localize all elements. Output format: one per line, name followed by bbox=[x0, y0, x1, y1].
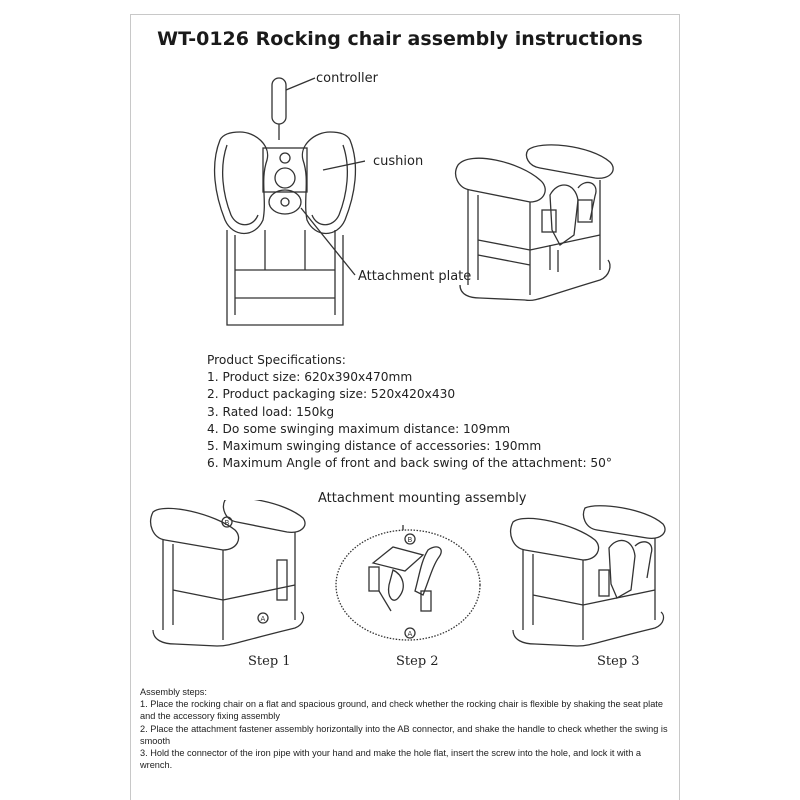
chair-perspective-illustration bbox=[450, 140, 625, 315]
assembly-heading: Assembly steps: bbox=[140, 687, 207, 697]
step-3-label: Step 3 bbox=[597, 654, 640, 669]
marker-b: B bbox=[408, 536, 413, 544]
spec-item: 1. Product size: 620x390x470mm bbox=[207, 370, 413, 385]
spec-item: 2. Product packaging size: 520x420x430 bbox=[207, 387, 456, 402]
spec-item: 3. Rated load: 150kg bbox=[207, 404, 335, 419]
spec-item: 4. Do some swinging maximum distance: 10… bbox=[207, 421, 511, 436]
cushion-label: cushion bbox=[373, 154, 424, 169]
chair-top-view-illustration bbox=[205, 70, 365, 330]
assembly-step: 3. Hold the connector of the iron pipe w… bbox=[140, 748, 642, 771]
step-1-illustration: B A bbox=[145, 500, 315, 650]
attachment-plate-label: Attachment plate bbox=[358, 269, 472, 284]
step-3-illustration bbox=[505, 500, 675, 650]
step-2-illustration: B A bbox=[333, 525, 483, 645]
controller-label: controller bbox=[316, 71, 379, 86]
specs-heading: Product Specifications: bbox=[207, 353, 346, 367]
marker-a: A bbox=[261, 615, 266, 623]
marker-a: A bbox=[408, 630, 413, 638]
instruction-sheet bbox=[130, 14, 680, 800]
assembly-steps: Assembly steps: 1. Place the rocking cha… bbox=[140, 686, 674, 771]
spec-item: 6. Maximum Angle of front and back swing… bbox=[207, 456, 613, 471]
page-title: WT-0126 Rocking chair assembly instructi… bbox=[157, 28, 643, 50]
assembly-step: 2. Place the attachment fastener assembl… bbox=[140, 723, 668, 746]
step-2-label: Step 2 bbox=[396, 654, 439, 669]
spec-item: 5. Maximum swinging distance of accessor… bbox=[207, 439, 542, 454]
assembly-step: 1. Place the rocking chair on a flat and… bbox=[140, 699, 663, 722]
marker-b: B bbox=[225, 519, 230, 527]
product-specifications: Product Specifications: 1. Product size:… bbox=[207, 352, 667, 472]
step-1-label: Step 1 bbox=[248, 654, 291, 669]
mounting-assembly-title: Attachment mounting assembly bbox=[318, 491, 527, 506]
